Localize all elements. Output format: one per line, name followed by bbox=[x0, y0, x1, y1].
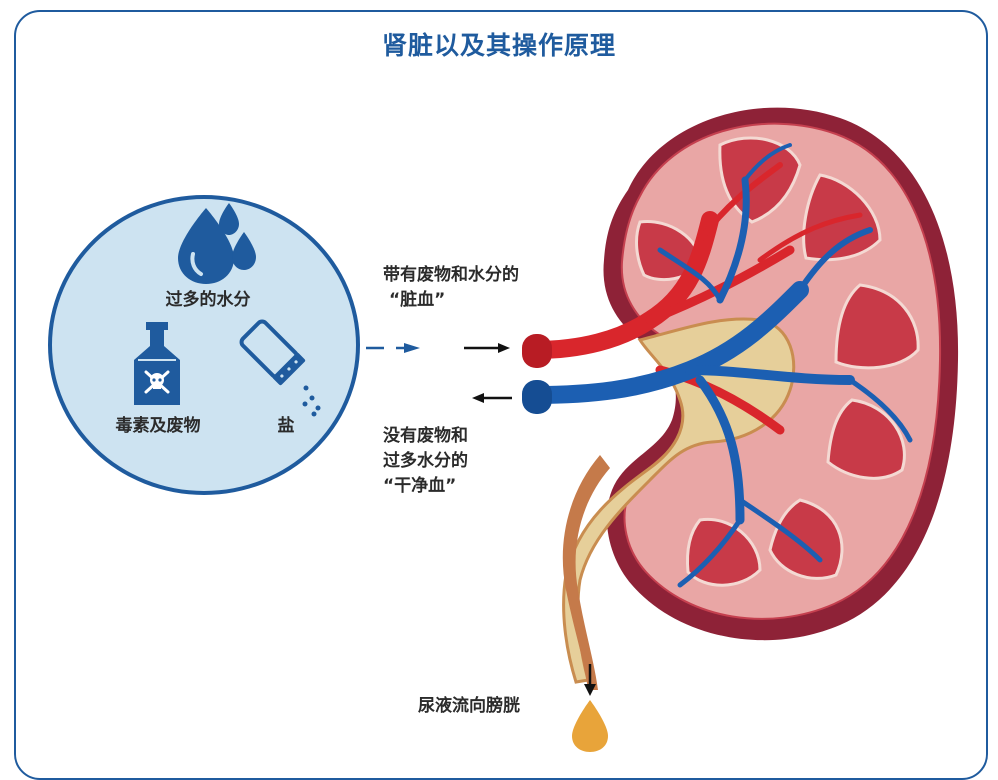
water-drops-icon bbox=[178, 203, 256, 284]
renal-vein-stub bbox=[522, 380, 552, 414]
poison-bottle-icon bbox=[134, 322, 180, 405]
dirty-blood-label: 带有废物和水分的 “脏血” bbox=[383, 263, 519, 313]
blood-in-arrow bbox=[464, 343, 510, 353]
kidney-illustration bbox=[522, 108, 958, 690]
toxins-label: 毒素及废物 bbox=[98, 414, 218, 439]
clean-blood-label: 没有废物和 过多水分的 “干净血” bbox=[383, 424, 468, 499]
dirty-blood-line1: 带有废物和水分的 bbox=[383, 263, 519, 288]
clean-blood-line3: “干净血” bbox=[383, 474, 468, 499]
blood-out-arrow bbox=[472, 393, 512, 403]
flow-connector bbox=[366, 343, 420, 353]
salt-shaker-icon bbox=[238, 318, 320, 416]
urine-drop-icon bbox=[572, 700, 608, 752]
urine-label: 尿液流向膀胱 bbox=[418, 694, 520, 719]
clean-blood-line1: 没有废物和 bbox=[383, 424, 468, 449]
renal-artery-stub bbox=[522, 334, 552, 368]
clean-blood-line2: 过多水分的 bbox=[383, 449, 468, 474]
dirty-blood-line2: “脏血” bbox=[383, 288, 519, 313]
illustration-layer bbox=[0, 0, 998, 764]
salt-label: 盐 bbox=[266, 414, 306, 439]
water-label: 过多的水分 bbox=[148, 288, 268, 313]
